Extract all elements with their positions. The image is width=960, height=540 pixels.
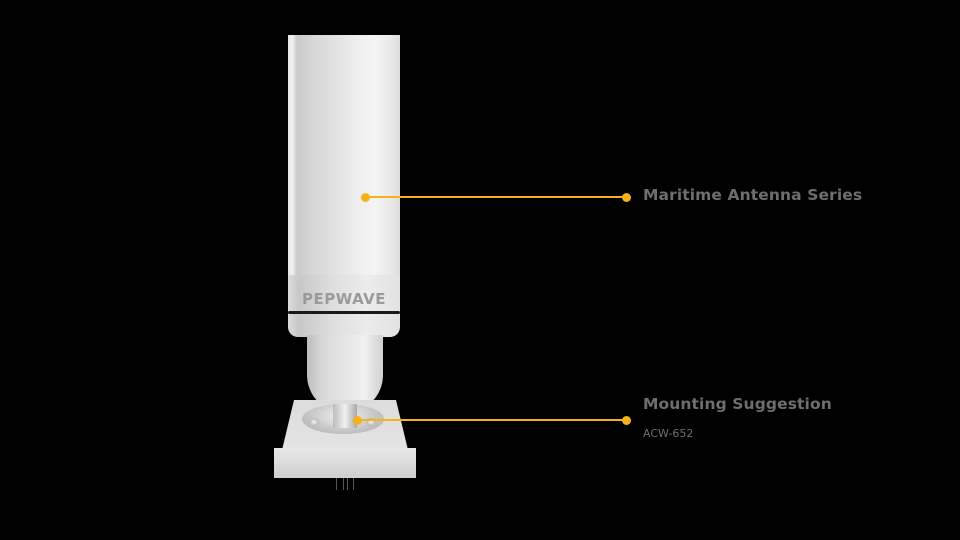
antenna-collar [288,275,400,337]
callout-end-dot-icon [622,416,631,425]
mount-base-front [274,448,416,478]
brand-logo: PEPWAVE [301,290,387,308]
bolt-icon [309,418,319,426]
antenna-radome [288,35,400,305]
collar-band [288,311,400,314]
bolt-icon [366,418,376,426]
callout-subtitle: ACW-652 [643,427,694,440]
cable-connector [336,478,354,490]
callout-title[interactable]: Mounting Suggestion [643,395,832,413]
mount-stem [333,404,357,428]
callout-line [357,419,627,421]
callout-line [365,196,627,198]
callout-title[interactable]: Maritime Antenna Series [643,186,863,204]
callout-end-dot-icon [622,193,631,202]
